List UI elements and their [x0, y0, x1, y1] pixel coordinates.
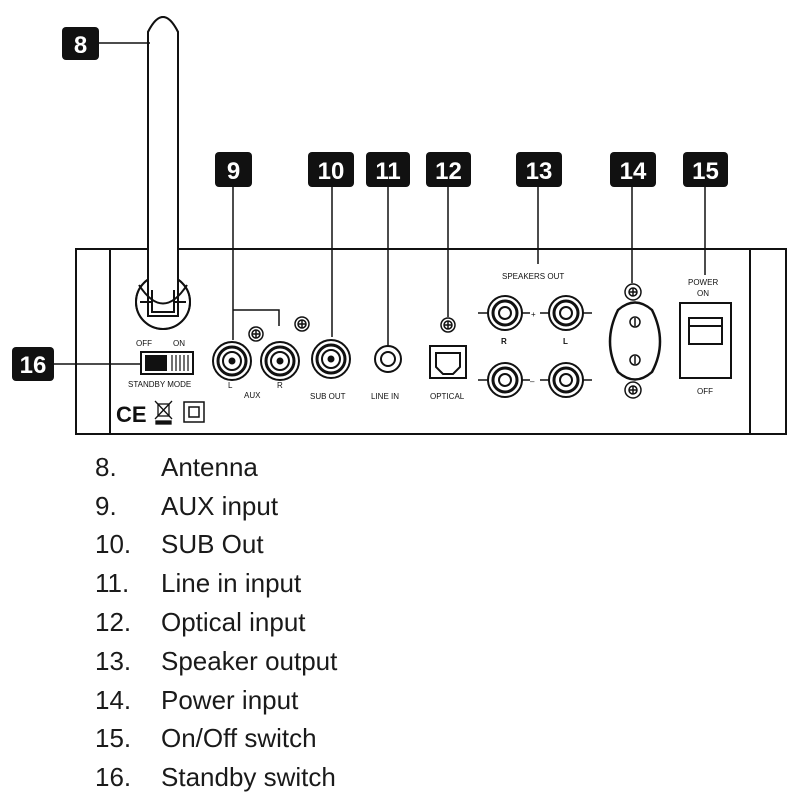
legend-list: 8. Antenna 9. AUX input 10. SUB Out 11. Line…: [95, 448, 337, 797]
callout-badge-9: 9: [215, 152, 252, 187]
speaker-plus-label: +: [531, 310, 536, 319]
speaker-terminal-r-plus: [478, 295, 530, 331]
svg-text:11: 11: [375, 158, 400, 185]
legend-text: Standby switch: [161, 762, 336, 793]
sub-out-jack: [311, 339, 351, 379]
svg-text:9: 9: [227, 158, 240, 185]
standby-on-label: ON: [173, 339, 185, 348]
aux-left-jack: [212, 341, 252, 381]
callout-badge-14: 14: [610, 152, 656, 187]
power-on-label: ON: [697, 289, 709, 298]
legend-number: 11.: [95, 568, 130, 599]
double-insulation-icon: [183, 401, 205, 423]
svg-text:10: 10: [318, 158, 345, 185]
svg-text:15: 15: [692, 158, 719, 185]
svg-text:12: 12: [435, 158, 462, 185]
aux-ground-screw-icon: [248, 326, 264, 342]
antenna-stem: [138, 16, 188, 305]
aux-l-label: L: [228, 381, 233, 390]
power-inlet: [608, 301, 662, 381]
legend-text: Power input: [161, 684, 299, 715]
optical-jack: [429, 345, 467, 379]
optical-label: OPTICAL: [430, 392, 465, 401]
legend-number: 8.: [95, 451, 117, 482]
legend-item: 12. Optical input: [95, 603, 337, 642]
speaker-l-label: L: [563, 337, 568, 346]
svg-text:13: 13: [526, 158, 553, 185]
callout-badge-10: 10: [308, 152, 354, 187]
aux-label: AUX: [244, 391, 261, 400]
svg-text:8: 8: [74, 32, 87, 59]
legend-item: 14. Power input: [95, 681, 337, 720]
legend-text: Antenna: [161, 451, 258, 482]
legend-number: 13.: [95, 645, 132, 676]
legend-item: 16. Standby switch: [95, 758, 337, 797]
optical-screw-icon: [440, 317, 456, 333]
legend-number: 15.: [95, 723, 132, 754]
legend-text: Line in input: [161, 568, 302, 599]
sub-ground-screw-icon: [294, 316, 310, 332]
standby-mode-label: STANDBY MODE: [128, 380, 191, 389]
legend-text: AUX input: [161, 490, 279, 521]
svg-text:16: 16: [20, 352, 47, 379]
callout-lines: [52, 42, 706, 365]
aux-r-label: R: [277, 381, 283, 390]
weee-bin-icon: [154, 400, 173, 425]
aux-right-jack: [260, 341, 300, 381]
standby-switch: [140, 351, 194, 375]
speaker-terminal-l-plus: [540, 295, 592, 331]
rear-panel: [75, 248, 787, 435]
legend-number: 14.: [95, 684, 132, 715]
callout-badge-12: 12: [426, 152, 471, 187]
power-off-label: OFF: [697, 387, 713, 396]
legend-number: 12.: [95, 607, 132, 638]
speaker-terminal-l-minus: [540, 362, 592, 398]
legend-item: 13. Speaker output: [95, 642, 337, 681]
legend-number: 9.: [95, 490, 117, 521]
legend-item: 9. AUX input: [95, 487, 337, 526]
speaker-minus-label: –: [530, 377, 535, 386]
sub-out-label: SUB OUT: [310, 392, 346, 401]
speakers-out-label: SPEAKERS OUT: [502, 272, 564, 281]
line-in-jack: [374, 345, 402, 373]
callout-badge-11: 11: [366, 152, 410, 187]
callout-badge-16: 16: [12, 347, 54, 381]
svg-text:14: 14: [620, 158, 647, 185]
legend-text: On/Off switch: [161, 723, 317, 754]
legend-number: 10.: [95, 529, 132, 560]
ce-mark: CE: [116, 402, 147, 427]
legend-item: 8. Antenna: [95, 448, 337, 487]
legend-item: 10. SUB Out: [95, 526, 337, 565]
legend-text: SUB Out: [161, 529, 264, 560]
speaker-terminal-r-minus: [478, 362, 530, 398]
legend-text: Speaker output: [161, 645, 338, 676]
legend-number: 16.: [95, 762, 132, 793]
power-label: POWER: [688, 278, 718, 287]
power-top-screw-icon: [624, 283, 642, 301]
legend-text: Optical input: [161, 607, 306, 638]
power-bottom-screw-icon: [624, 381, 642, 399]
power-switch: [679, 302, 732, 379]
legend-item: 11. Line in input: [95, 564, 337, 603]
callout-badge-15: 15: [683, 152, 728, 187]
callout-badge-8: 8: [62, 27, 99, 60]
line-in-label: LINE IN: [371, 392, 399, 401]
speaker-r-label: R: [501, 337, 507, 346]
standby-off-label: OFF: [136, 339, 152, 348]
callout-badge-13: 13: [516, 152, 562, 187]
legend-item: 15. On/Off switch: [95, 720, 337, 759]
